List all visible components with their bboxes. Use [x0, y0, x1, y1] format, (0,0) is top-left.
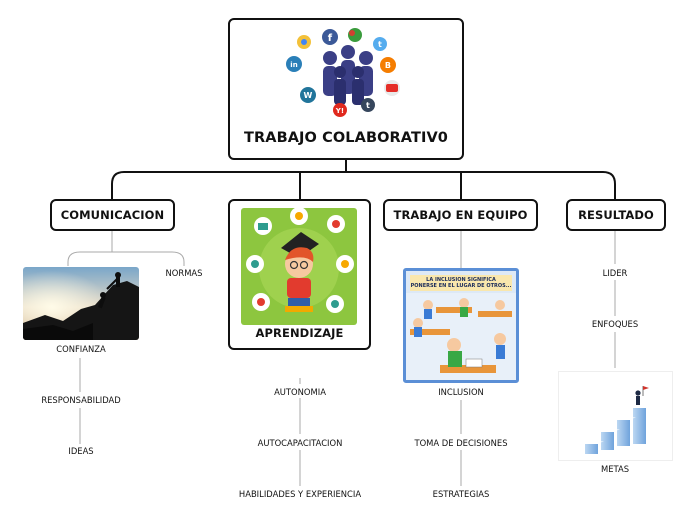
- twitter-icon: t: [373, 37, 387, 51]
- wordpress-icon: W: [300, 87, 316, 103]
- svg-text:in: in: [290, 61, 298, 69]
- svg-text:W: W: [304, 91, 313, 100]
- google-plus-icon: [348, 28, 362, 42]
- branch-aprendizaje-label: APRENDIZAJE: [255, 326, 344, 340]
- leaf-inclusion[interactable]: INCLUSION: [436, 387, 486, 397]
- svg-text:B: B: [385, 61, 391, 70]
- branch-aprendizaje[interactable]: APRENDIZAJE: [228, 199, 371, 350]
- leaf-toma-de-decisiones[interactable]: TOMA DE DECISIONES: [412, 438, 510, 448]
- leaf-enfoques[interactable]: ENFOQUES: [589, 319, 641, 329]
- branch-trabajo-equipo-label: TRABAJO EN EQUIPO: [393, 208, 528, 222]
- facebook-icon: f: [322, 29, 338, 45]
- branch-comunicacion[interactable]: COMUNICACION: [50, 199, 175, 231]
- svg-text:f: f: [328, 33, 333, 44]
- leaf-responsabilidad[interactable]: RESPONSABILIDAD: [39, 395, 123, 405]
- svg-text:t: t: [366, 101, 370, 110]
- leaf-autonomia[interactable]: AUTONOMIA: [272, 387, 328, 397]
- leaf-normas[interactable]: NORMAS: [163, 268, 205, 278]
- tumblr-icon: t: [361, 98, 375, 112]
- chrome-icon: [297, 35, 311, 49]
- inclusion-caption: LA INCLUSION SIGNIFICA PONERSE EN EL LUG…: [410, 275, 512, 291]
- leaf-confianza[interactable]: CONFIANZA: [54, 344, 108, 354]
- leaf-ideas[interactable]: IDEAS: [66, 446, 96, 456]
- branch-comunicacion-label: COMUNICACION: [60, 208, 165, 222]
- branch-resultado[interactable]: RESULTADO: [566, 199, 666, 231]
- svg-text:Y!: Y!: [335, 107, 344, 115]
- youtube-icon: [384, 80, 400, 96]
- inclusion-image: LA INCLUSION SIGNIFICA PONERSE EN EL LUG…: [403, 268, 519, 383]
- social-network-illustration: f t in B W Y! t: [286, 28, 400, 117]
- root-title: TRABAJO COLABORATIV0: [244, 130, 448, 146]
- metas-image: [558, 371, 673, 461]
- leaf-autocapacitacion[interactable]: AUTOCAPACITACION: [255, 438, 345, 448]
- branch-trabajo-equipo[interactable]: TRABAJO EN EQUIPO: [383, 199, 538, 231]
- leaf-lider[interactable]: LIDER: [600, 268, 630, 278]
- blogger-icon: B: [380, 57, 396, 73]
- branch-resultado-label: RESULTADO: [578, 208, 654, 222]
- leaf-metas[interactable]: METAS: [598, 464, 632, 474]
- yahoo-icon: Y!: [333, 103, 347, 117]
- leaf-habilidades-experiencia[interactable]: HABILIDADES Y EXPERIENCIA: [236, 489, 364, 499]
- root-node[interactable]: f t in B W Y! t TRABAJO COLABORATIV0: [228, 18, 464, 160]
- svg-text:t: t: [378, 40, 382, 49]
- confianza-image: [23, 267, 139, 340]
- linkedin-icon: in: [286, 56, 302, 72]
- leaf-estrategias[interactable]: ESTRATEGIAS: [430, 489, 492, 499]
- aprendizaje-illustration: [241, 208, 357, 325]
